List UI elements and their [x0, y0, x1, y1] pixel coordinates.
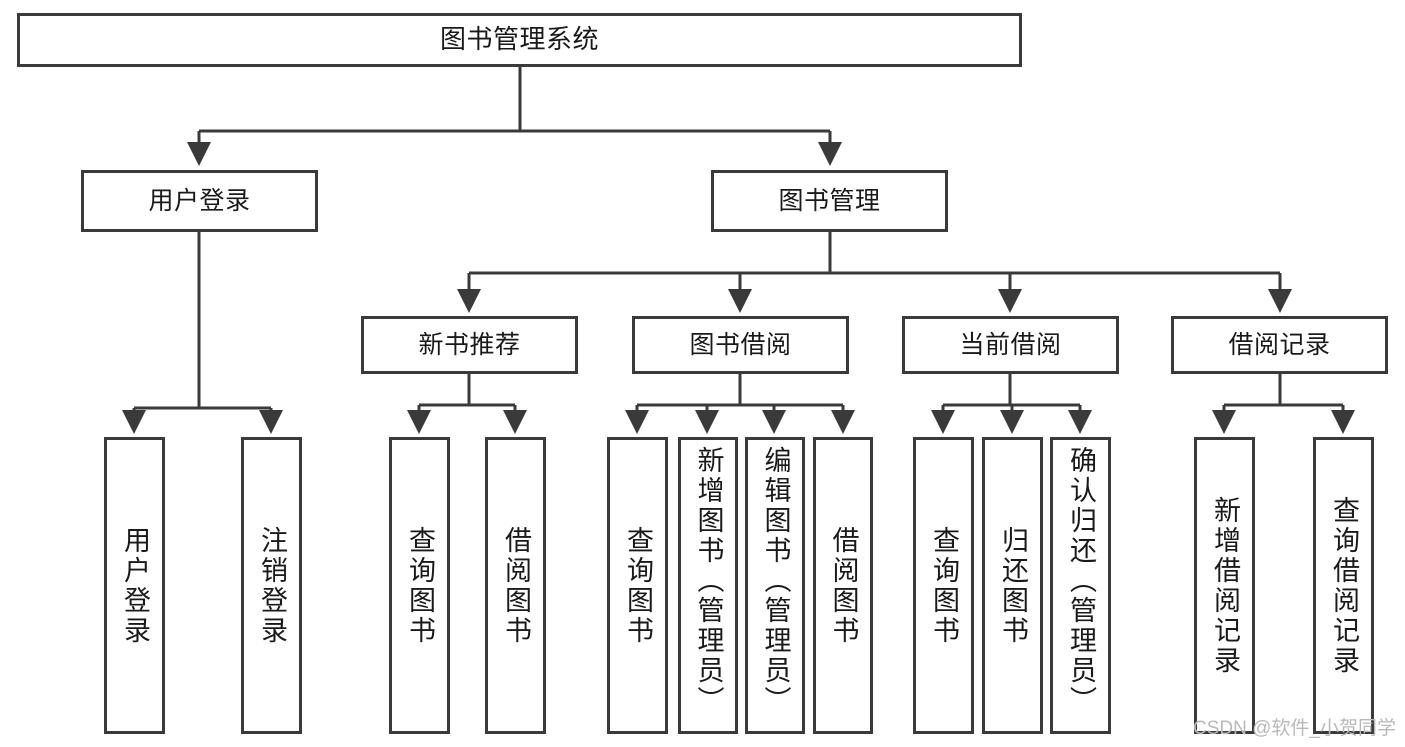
leaf-query-borrow-record[interactable]: 查询借阅记录 — [1313, 437, 1374, 734]
node-label: 新书推荐 — [418, 330, 521, 359]
node-label: 用户登录 — [120, 525, 150, 646]
node-label: 借阅图书 — [501, 525, 531, 646]
watermark-text: CSDN @软件_小贺同学 — [1193, 718, 1396, 739]
leaf-add-book-admin[interactable]: 新增图书（管理员） — [678, 437, 738, 734]
node-label: 图书借阅 — [689, 330, 792, 359]
node-label: 新增借阅记录 — [1210, 495, 1240, 676]
node-label: 查询借阅记录 — [1329, 495, 1359, 676]
node-label: 注销登录 — [257, 525, 287, 646]
node-book-management[interactable]: 图书管理 — [711, 170, 948, 232]
node-book-borrow[interactable]: 图书借阅 — [632, 316, 849, 374]
leaf-query-book-recommend[interactable]: 查询图书 — [389, 437, 450, 734]
leaf-borrow-book-recommend[interactable]: 借阅图书 — [485, 437, 546, 734]
node-label: 当前借阅 — [959, 330, 1062, 359]
leaf-logout[interactable]: 注销登录 — [241, 437, 302, 734]
leaf-borrow-book[interactable]: 借阅图书 — [813, 437, 873, 734]
node-label: 借阅图书 — [828, 525, 859, 646]
node-user-login[interactable]: 用户登录 — [81, 170, 318, 232]
node-root-system[interactable]: 图书管理系统 — [17, 13, 1022, 67]
node-label: 编辑图书（管理员） — [760, 446, 791, 716]
node-label: 用户登录 — [148, 186, 251, 215]
node-label: 查询图书 — [929, 525, 959, 646]
node-label: 借阅记录 — [1228, 330, 1331, 359]
leaf-edit-book-admin[interactable]: 编辑图书（管理员） — [745, 437, 805, 734]
node-label: 新增图书（管理员） — [693, 446, 724, 716]
node-current-borrow[interactable]: 当前借阅 — [902, 316, 1119, 374]
node-label: 图书管理系统 — [439, 24, 599, 55]
node-label: 查询图书 — [623, 525, 653, 646]
node-borrow-record[interactable]: 借阅记录 — [1171, 316, 1388, 374]
leaf-query-book-current[interactable]: 查询图书 — [913, 437, 974, 734]
leaf-confirm-return-admin[interactable]: 确认归还（管理员） — [1050, 437, 1111, 734]
node-label: 确认归还（管理员） — [1066, 446, 1096, 716]
node-label: 查询图书 — [405, 525, 435, 646]
leaf-query-book-borrow[interactable]: 查询图书 — [607, 437, 668, 734]
node-new-book-recommend[interactable]: 新书推荐 — [361, 316, 578, 374]
node-label: 归还图书 — [998, 525, 1028, 646]
leaf-user-login[interactable]: 用户登录 — [104, 437, 165, 734]
node-label: 图书管理 — [778, 186, 881, 215]
leaf-return-book[interactable]: 归还图书 — [982, 437, 1043, 734]
leaf-add-borrow-record[interactable]: 新增借阅记录 — [1194, 437, 1255, 734]
